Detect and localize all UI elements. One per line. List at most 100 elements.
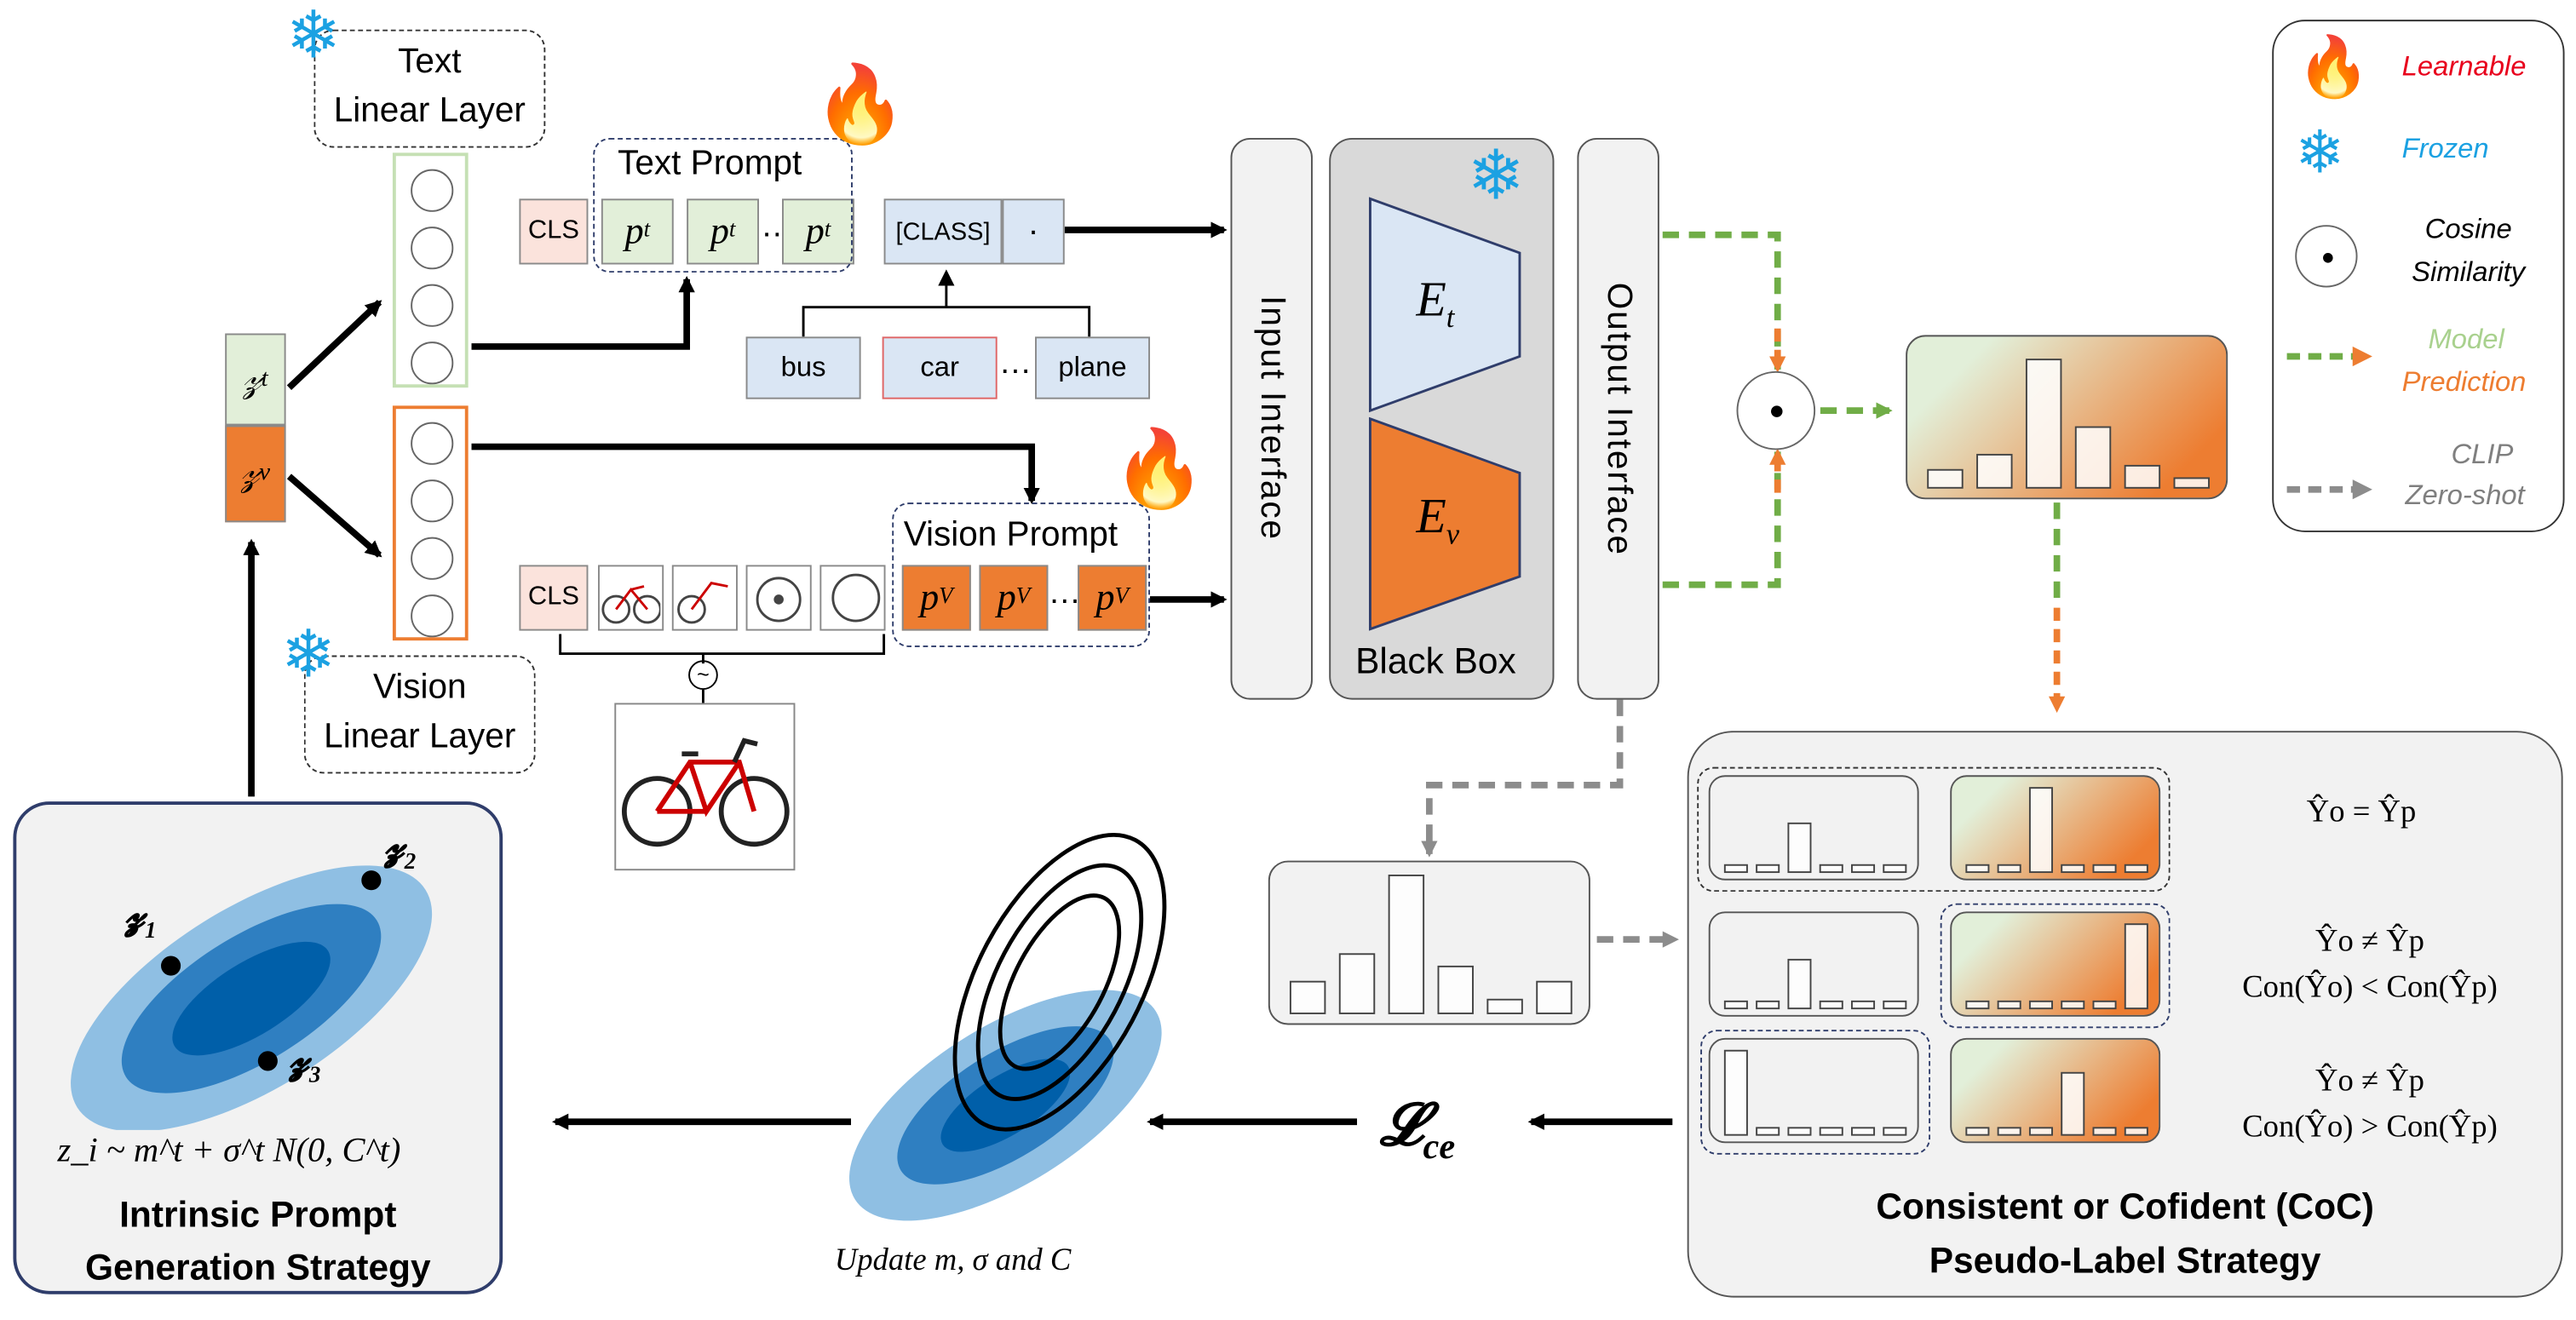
histogram-bar bbox=[1851, 864, 1876, 874]
output-interface: Output Interface bbox=[1577, 138, 1659, 700]
histogram-bar bbox=[1388, 874, 1425, 1014]
image-patch bbox=[819, 565, 886, 631]
histogram-bar bbox=[1756, 1000, 1780, 1010]
class-name-box: bus bbox=[745, 336, 861, 399]
histogram-bar bbox=[1536, 980, 1573, 1014]
histogram-bar bbox=[1486, 998, 1523, 1014]
point-z1: 𝔃1 bbox=[124, 895, 157, 944]
image-patch bbox=[745, 565, 812, 631]
model-prediction-histogram bbox=[1906, 335, 2228, 500]
input-interface: Input Interface bbox=[1230, 138, 1313, 700]
snowflake-icon: ❄ bbox=[280, 619, 336, 692]
image-patch bbox=[671, 565, 738, 631]
histogram-bar bbox=[1997, 864, 2021, 874]
legend-clip-1: CLIP bbox=[2451, 438, 2514, 470]
histogram-bar bbox=[1851, 1127, 1876, 1136]
histogram-bar bbox=[1927, 468, 1964, 489]
histogram-bar bbox=[1819, 864, 1843, 874]
histogram-bar bbox=[2025, 359, 2062, 489]
histogram-bar bbox=[2028, 1127, 2053, 1136]
histogram-bar bbox=[2124, 923, 2148, 1010]
histogram-bar bbox=[2061, 1071, 2085, 1136]
loss-label: 𝓛ce bbox=[1380, 1092, 1456, 1167]
black-box-label: Black Box bbox=[1355, 640, 1516, 682]
flame-icon: 🔥 bbox=[1112, 425, 1207, 511]
tilde-circle: ~ bbox=[688, 660, 718, 691]
histogram-bar bbox=[1723, 1000, 1748, 1010]
legend-cosine: Cosine Similarity bbox=[2412, 213, 2526, 288]
histogram-bar bbox=[2173, 477, 2210, 489]
histogram-bar bbox=[2028, 787, 2053, 874]
histogram-bar bbox=[1965, 1000, 1990, 1010]
histogram-bar bbox=[1787, 1127, 1812, 1136]
coc-row3-clip bbox=[1708, 1037, 1919, 1144]
histogram-bar bbox=[1883, 1127, 1907, 1136]
histogram-bar bbox=[2092, 864, 2117, 874]
histogram-bar bbox=[1723, 1049, 1748, 1136]
histogram-bar bbox=[1883, 1000, 1907, 1010]
gaussian-sampling bbox=[71, 865, 433, 1130]
coc-row2-clip bbox=[1708, 911, 1919, 1017]
bicycle-image bbox=[614, 703, 796, 871]
legend-frozen: Frozen bbox=[2401, 133, 2489, 164]
dot-token: · bbox=[1002, 198, 1065, 265]
histogram-bar bbox=[1851, 1000, 1876, 1010]
histogram-bar bbox=[1787, 958, 1812, 1010]
cls-token: CLS bbox=[519, 565, 589, 631]
coc-row2-model bbox=[1950, 911, 2161, 1017]
encoder-shapes bbox=[1369, 197, 1521, 631]
histogram-bar bbox=[1437, 965, 1474, 1014]
histogram-bar bbox=[1756, 1127, 1780, 1136]
histogram-bar bbox=[2028, 1000, 2053, 1010]
coc-row1-group bbox=[1697, 766, 2171, 892]
legend-learnable: Learnable bbox=[2401, 50, 2527, 83]
sample-point bbox=[361, 870, 382, 891]
encoder-vision: Ev bbox=[1416, 489, 1460, 551]
coc-row2-group bbox=[1940, 903, 2171, 1029]
coc-title: Consistent or Cofident (CoC) Pseudo-Labe… bbox=[1876, 1185, 2374, 1282]
coc-row1-condition: Ŷo = Ŷp bbox=[2306, 795, 2417, 829]
image-patch bbox=[598, 565, 664, 631]
flame-icon: 🔥 bbox=[2297, 32, 2371, 100]
vision-linear-layer-label: Vision Linear Layer bbox=[303, 655, 536, 774]
histogram-bar bbox=[2124, 864, 2148, 874]
histogram-bar bbox=[1997, 1000, 2021, 1010]
class-name-box: plane bbox=[1035, 336, 1151, 399]
cosine-similarity-node bbox=[1736, 370, 1816, 451]
histogram-bar bbox=[1756, 864, 1780, 874]
text-prompt-group bbox=[593, 138, 853, 273]
vision-linear-layer bbox=[392, 405, 469, 641]
legend-gray-arrow-icon bbox=[2286, 479, 2372, 500]
intrinsic-title: Intrinsic Prompt Generation Strategy bbox=[85, 1194, 431, 1288]
ellipsis: … bbox=[1048, 575, 1082, 611]
histogram-bar bbox=[2124, 1127, 2148, 1136]
cls-token: CLS bbox=[519, 198, 589, 265]
sample-point bbox=[257, 1051, 278, 1071]
text-prompt-label: Text Prompt bbox=[618, 144, 802, 183]
vision-prompt-label: Vision Prompt bbox=[903, 515, 1118, 554]
point-z2: 𝔃2 bbox=[384, 826, 417, 875]
text-linear-layer bbox=[392, 152, 469, 388]
coc-row1-model bbox=[1950, 775, 2161, 881]
histogram-bar bbox=[2092, 1000, 2117, 1010]
snowflake-icon: ❄ bbox=[2295, 118, 2345, 186]
legend-green-arrow-icon bbox=[2286, 346, 2372, 367]
histogram-bar bbox=[2061, 1000, 2085, 1010]
legend-model-2: Prediction bbox=[2401, 366, 2527, 398]
class-token: [CLASS] bbox=[883, 198, 1003, 265]
legend: 🔥 Learnable ❄ Frozen Cosine Similarity M… bbox=[2272, 20, 2565, 532]
histogram-bar bbox=[1965, 1127, 1990, 1136]
histogram-bar bbox=[2074, 426, 2112, 489]
snowflake-icon: ❄ bbox=[1467, 136, 1526, 214]
